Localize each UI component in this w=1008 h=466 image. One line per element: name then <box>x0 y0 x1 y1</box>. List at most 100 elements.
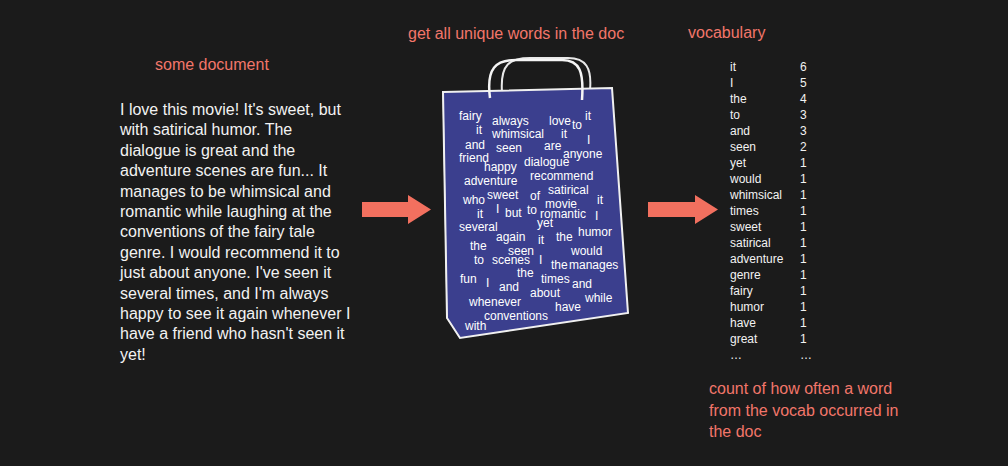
bag-word: have <box>555 300 581 314</box>
bag-word: and <box>499 280 519 294</box>
bag-word: it <box>585 109 591 123</box>
bag-word: while <box>585 291 612 305</box>
vocab-word: humor <box>730 300 764 314</box>
flow-arrow <box>362 195 431 224</box>
bag-word: times <box>541 272 570 286</box>
bag-word: I <box>496 202 499 216</box>
bag-word: it <box>597 193 603 207</box>
vocab-word: I <box>730 76 733 90</box>
bag-word: and <box>572 277 592 291</box>
bag-handle <box>502 58 591 92</box>
bag-word: satirical <box>548 183 589 197</box>
bag-word: and <box>465 138 485 152</box>
bag-word: to <box>572 118 582 132</box>
vocab-count: 1 <box>800 268 807 282</box>
vocab-count: 4 <box>800 92 807 106</box>
bag-word: love <box>549 114 571 128</box>
vocab-word: times <box>730 204 759 218</box>
vocab-word: yet <box>730 156 746 170</box>
word-bag: fairyalwayslovetoititwhimsicalitIandseen… <box>430 50 640 350</box>
bag-word: the <box>556 230 573 244</box>
vocab-count: 1 <box>800 316 807 330</box>
bag-word: the <box>517 266 534 280</box>
vocab-word: satirical <box>730 236 771 250</box>
vocab-count: 2 <box>800 140 807 154</box>
bag-word: happy <box>484 160 517 174</box>
vocab-word: and <box>730 124 750 138</box>
bag-word: I <box>587 133 590 147</box>
bag-word: whimsical <box>492 127 544 141</box>
vocab-word: to <box>730 108 740 122</box>
bag-word: I <box>486 276 489 290</box>
vocab-word: genre <box>730 268 761 282</box>
bag-word: dialogue <box>524 155 569 169</box>
vocab-count: 3 <box>800 108 807 122</box>
bag-handle <box>489 60 582 100</box>
vocab-word: have <box>730 316 756 330</box>
vocab-count: 1 <box>800 236 807 250</box>
vocab-word: whimsical <box>730 188 782 202</box>
section-label: vocabulary <box>688 24 765 42</box>
bag-word: the <box>470 239 487 253</box>
vocab-count: 1 <box>800 284 807 298</box>
bag-word: conventions <box>484 309 548 323</box>
section-label: some document <box>155 56 269 74</box>
vocab-count: 3 <box>800 124 807 138</box>
bag-word: it <box>476 123 482 137</box>
vocab-count: 1 <box>800 172 807 186</box>
vocab-word: it <box>730 60 736 74</box>
bag-word: always <box>492 114 529 128</box>
vocab-word: seen <box>730 140 756 154</box>
bag-word: who <box>463 193 485 207</box>
vocab-count: 1 <box>800 300 807 314</box>
document-text: I love this movie! It's sweet, but with … <box>120 100 354 365</box>
bag-body <box>443 88 628 338</box>
bag-word: it <box>477 207 483 221</box>
vocab-count: 1 <box>800 156 807 170</box>
vocab-count: … <box>800 348 812 362</box>
vocab-word: sweet <box>730 220 761 234</box>
bag-word: again <box>496 230 525 244</box>
vocab-word: the <box>730 92 747 106</box>
vocab-word: adventure <box>730 252 783 266</box>
bag-word: fairy <box>459 109 482 123</box>
bag-word: whenever <box>469 295 521 309</box>
flow-arrow <box>648 195 718 224</box>
vocab-count: 1 <box>800 332 807 346</box>
bag-word: seen <box>496 141 522 155</box>
vocab-count: 6 <box>800 60 807 74</box>
bag-word: to <box>474 253 484 267</box>
vocab-count: 1 <box>800 220 807 234</box>
bag-word: several <box>459 220 498 234</box>
bag-word: but <box>505 206 522 220</box>
bag-word: I <box>595 209 598 223</box>
bag-word: manages <box>569 258 618 272</box>
bag-word: are <box>544 139 561 153</box>
vocab-word: … <box>730 348 742 362</box>
vocab-word: great <box>730 332 757 346</box>
vocab-word: would <box>730 172 761 186</box>
bag-word: about <box>530 286 560 300</box>
vocab-word: fairy <box>730 284 753 298</box>
bag-word: to <box>527 203 537 217</box>
section-label: get all unique words in the doc <box>408 25 624 43</box>
bag-word: I <box>539 253 542 267</box>
bag-word: would <box>571 244 602 258</box>
vocab-count: 5 <box>800 76 807 90</box>
bag-word: with <box>465 319 486 333</box>
bag-word: recommend <box>530 169 593 183</box>
bag-fold <box>443 92 460 338</box>
bag-word: of <box>530 189 540 203</box>
bag-word: it <box>538 233 544 247</box>
bag-word: scenes <box>492 253 530 267</box>
bag-word: adventure <box>464 174 517 188</box>
bag-word: fun <box>460 272 477 286</box>
bag-word: it <box>561 127 567 141</box>
caption-note: count of how often a word from the vocab… <box>709 378 909 443</box>
bag-word: yet <box>537 216 553 230</box>
vocab-count: 1 <box>800 252 807 266</box>
vocab-count: 1 <box>800 188 807 202</box>
bag-word: sweet <box>487 188 518 202</box>
vocab-count: 1 <box>800 204 807 218</box>
bag-word: humor <box>578 225 612 239</box>
